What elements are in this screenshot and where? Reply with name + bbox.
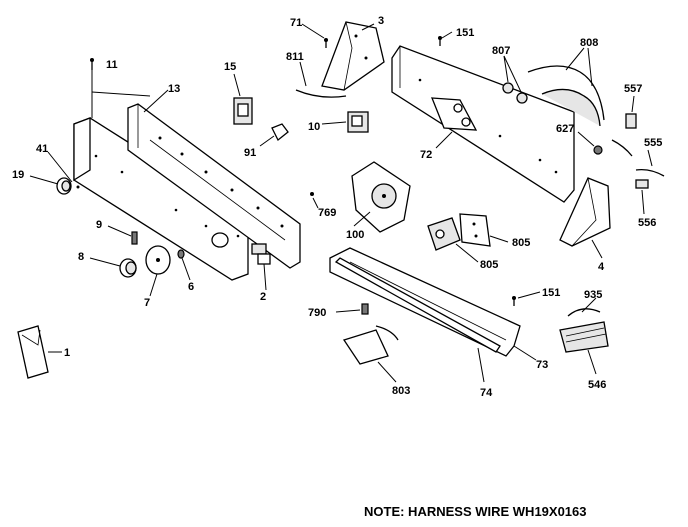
part-6-clip: [177, 249, 191, 281]
label-91: 91: [244, 147, 256, 159]
label-811: 811: [286, 51, 304, 63]
part-13-control-panel: [73, 70, 301, 281]
label-1: 1: [64, 347, 70, 359]
part-557-clip: [625, 95, 637, 129]
part-9-spring: [107, 225, 138, 245]
part-72-backsplash: [391, 45, 575, 203]
label-71: 71: [290, 17, 302, 29]
part-805-board: [459, 213, 509, 247]
label-546: 546: [588, 379, 606, 391]
label-41: 41: [36, 143, 48, 155]
part-71-screw: [301, 23, 328, 48]
label-15: 15: [224, 61, 236, 73]
label-8: 8: [78, 251, 84, 263]
label-790: 790: [308, 307, 326, 319]
label-13: 13: [168, 83, 180, 95]
part-803-bracket: [342, 325, 399, 383]
label-9: 9: [96, 219, 102, 231]
part-74-trim: [334, 257, 501, 383]
label-10: 10: [308, 121, 320, 133]
part-935-wire: [567, 297, 601, 317]
part-10-switch: [321, 111, 369, 133]
label-2: 2: [260, 291, 266, 303]
label-6: 6: [188, 281, 194, 293]
part-1-bag: [17, 325, 62, 379]
label-803: 803: [392, 385, 410, 397]
label-73: 73: [536, 359, 548, 371]
label-4: 4: [598, 261, 605, 273]
part-15-switch: [233, 73, 253, 125]
part-769-screw: [310, 192, 319, 209]
part-808-hoses: [527, 47, 605, 127]
label-19: 19: [12, 169, 24, 181]
label-7: 7: [144, 297, 150, 309]
label-808: 808: [580, 37, 598, 49]
part-151-screw-top: [438, 31, 453, 46]
label-100: 100: [346, 229, 364, 241]
label-555: 555: [644, 137, 662, 149]
part-2-bracket: [257, 253, 271, 291]
label-807: 807: [492, 45, 510, 57]
part-627-cap: [577, 131, 603, 155]
label-151-lower: 151: [542, 287, 560, 299]
part-3-endcap: [321, 21, 385, 91]
label-151-top: 151: [456, 27, 474, 39]
part-91-switch: [259, 123, 289, 147]
part-11-screw: [90, 58, 94, 70]
label-11: 11: [106, 59, 118, 71]
label-557: 557: [624, 83, 642, 95]
part-8-knob: [89, 257, 137, 278]
label-805-board: 805: [512, 237, 530, 249]
part-555-wire: [611, 139, 665, 177]
part-4-endcap: [559, 177, 611, 259]
label-935: 935: [584, 289, 602, 301]
label-72: 72: [420, 149, 432, 161]
part-73-console: [329, 247, 537, 361]
label-769: 769: [318, 207, 336, 219]
part-790-clip: [335, 303, 369, 315]
label-627: 627: [556, 123, 574, 135]
label-805-valve: 805: [480, 259, 498, 271]
part-811-hose: [295, 61, 347, 98]
part-546-harness: [559, 321, 609, 375]
part-7-dial: [145, 245, 171, 297]
label-3: 3: [378, 15, 384, 27]
part-556-connector: [635, 179, 649, 215]
part-805-valve: [427, 217, 479, 263]
part-807-washer: [502, 55, 528, 104]
part-151-screw-lower: [512, 291, 541, 306]
label-74: 74: [480, 387, 493, 399]
label-556: 556: [638, 217, 656, 229]
part-19-knob: [29, 151, 80, 195]
part-100-timer: [351, 161, 411, 233]
harness-note: NOTE: HARNESS WIRE WH19X0163: [364, 504, 587, 519]
